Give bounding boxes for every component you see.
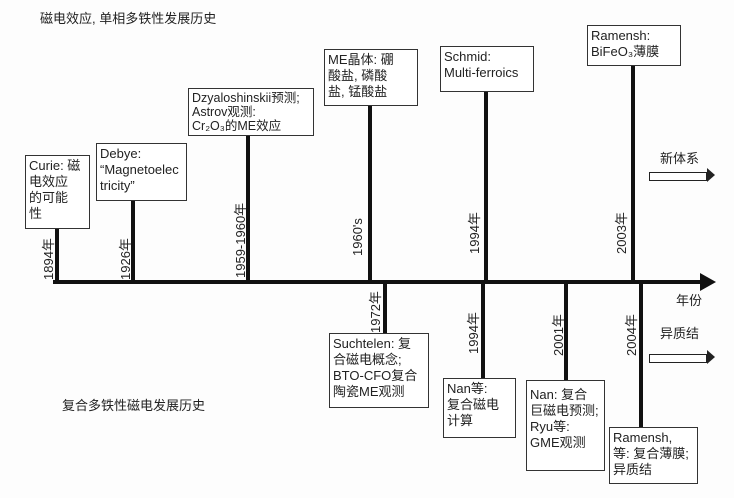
new-system-arrow-icon — [649, 168, 715, 182]
year-label-2001: 2001年 — [551, 314, 566, 356]
stem-1960s — [368, 105, 372, 282]
event-line: BTO-CFO复合 — [333, 368, 418, 383]
event-line: Ryu等: — [530, 419, 570, 434]
year-label-1972: 1972年 — [368, 291, 383, 333]
axis-arrowhead — [700, 273, 716, 291]
event-box-ramesh-bifeo3: Ramensh:BiFeO₃薄膜 — [587, 25, 681, 66]
event-box-suchtelen: Suchtelen: 复合磁电概念;BTO-CFO复合陶瓷ME观测 — [329, 333, 429, 408]
heterojunction-arrow-icon — [649, 350, 715, 364]
event-line: Nan: 复合 — [530, 387, 588, 402]
year-label-1959-1960: 1959-1960年 — [233, 202, 248, 278]
event-box-ramesh-composite: Ramensh,等: 复合薄膜;异质结 — [609, 427, 698, 484]
event-line: 异质结 — [613, 462, 653, 477]
stem-2004 — [639, 282, 643, 428]
event-line: Cr₂O₃的ME效应 — [192, 119, 282, 133]
year-label-1926: 1926年 — [118, 238, 133, 280]
event-line: Nan等: — [447, 381, 488, 396]
event-box-schmid: Schmid:Multi-ferroics — [440, 46, 534, 92]
event-line: 盐, 锰酸盐 — [328, 84, 388, 99]
event-line: Schmid: — [444, 49, 491, 64]
event-box-curie: Curie: 磁电效应的可能性 — [25, 155, 90, 229]
event-line: GME观测 — [530, 435, 586, 450]
time-axis — [53, 280, 708, 284]
event-line: 计算 — [447, 413, 474, 428]
year-label-1960s: 1960's — [350, 218, 365, 256]
event-box-me-crystals: ME晶体: 硼酸盐, 磷酸盐, 锰酸盐 — [324, 49, 418, 106]
event-line: Curie: 磁 — [29, 158, 81, 173]
year-label-1894: 1894年 — [41, 238, 56, 280]
event-line: Debye: — [100, 146, 142, 161]
title-composite: 复合多铁性磁电发展历史 — [62, 398, 206, 413]
event-line: 电效应 — [29, 174, 69, 189]
heterojunction-label: 异质结 — [660, 326, 700, 341]
event-line: tricity” — [100, 178, 135, 193]
event-line: 的可能 — [29, 190, 69, 205]
event-line: BiFeO₃薄膜 — [591, 44, 660, 59]
year-label-2004: 2004年 — [624, 314, 639, 356]
year-label-1994-lower: 1994年 — [466, 312, 481, 354]
stem-1994-upper — [484, 91, 488, 282]
axis-label: 年份 — [676, 293, 703, 308]
event-line: “Magnetoelec — [100, 162, 179, 177]
event-line: 复合磁电 — [447, 397, 500, 412]
title-single-phase: 磁电效应, 单相多铁性发展历史 — [40, 11, 217, 26]
event-line: 酸盐, 磷酸 — [328, 68, 388, 83]
event-line: Multi-ferroics — [444, 65, 519, 80]
event-box-dzyaloshinskii: Dzyaloshinskii预测;Astrov观测:Cr₂O₃的ME效应 — [188, 88, 314, 136]
event-box-nan-calc: Nan等:复合磁电计算 — [443, 378, 516, 438]
event-line: Ramensh: — [591, 28, 651, 43]
stem-1926 — [131, 200, 135, 282]
event-line: 陶瓷ME观测 — [333, 384, 405, 399]
stem-1994-lower — [481, 282, 485, 379]
stem-2003 — [631, 65, 635, 282]
event-line: 等: 复合薄膜; — [613, 446, 689, 461]
event-line: Astrov观测: — [192, 105, 256, 119]
year-label-2003: 2003年 — [614, 212, 629, 254]
year-label-1994-upper: 1994年 — [467, 212, 482, 254]
stem-1959 — [246, 135, 250, 282]
event-line: Ramensh, — [613, 430, 673, 445]
event-line: Suchtelen: 复 — [333, 336, 412, 351]
event-line: Dzyaloshinskii预测; — [192, 91, 300, 105]
stem-1972 — [383, 282, 387, 334]
stem-2001 — [564, 282, 568, 381]
stem-1894 — [55, 228, 59, 282]
event-line: ME晶体: 硼 — [328, 52, 394, 67]
event-line: 性 — [29, 206, 43, 221]
event-line: 巨磁电预测; — [530, 403, 599, 418]
new-system-label: 新体系 — [660, 151, 700, 166]
event-box-nan-gme: Nan: 复合巨磁电预测;Ryu等:GME观测 — [526, 380, 605, 471]
event-line: 合磁电概念; — [333, 352, 402, 367]
